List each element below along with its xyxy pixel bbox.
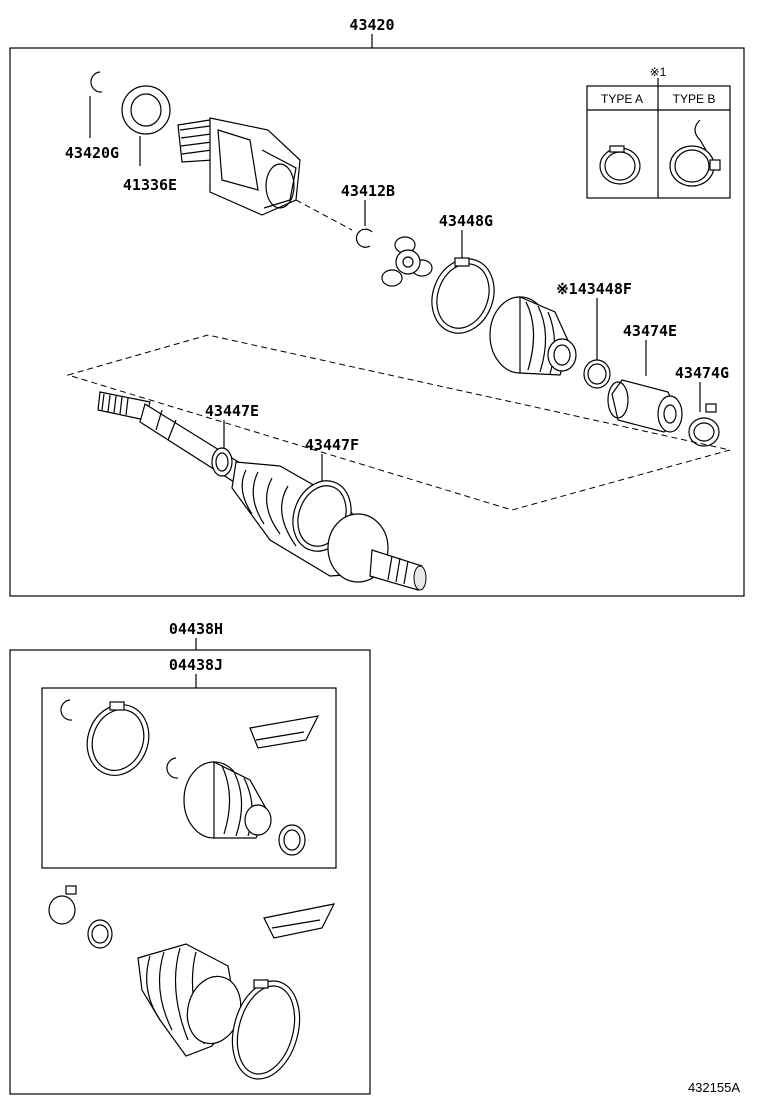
assembly-43420: 43420 ※1 TYPE A TYPE B — [9, 16, 745, 597]
type-a-label: TYPE A — [601, 92, 643, 106]
kit-h-parts — [48, 885, 336, 1080]
label-43412b[interactable]: 43412B — [341, 182, 395, 200]
assembly-frame — [9, 47, 745, 597]
label-43448g[interactable]: 43448G — [439, 212, 493, 230]
inboard-joint-housing — [177, 117, 353, 231]
boot-clamp-43448f: ※143448F — [556, 280, 632, 389]
tripod-joint — [381, 236, 433, 287]
type-b-label: TYPE B — [673, 92, 716, 106]
kit-04438h: 04438H 04438J — [9, 620, 371, 1095]
dashed-region — [66, 334, 731, 511]
label-43420g[interactable]: 43420G — [65, 144, 119, 162]
kit-h-frame — [9, 649, 371, 1095]
label-43447f[interactable]: 43447F — [305, 436, 359, 454]
label-43447e[interactable]: 43447E — [205, 402, 259, 420]
damper-43474e: 43474E — [607, 322, 683, 433]
grease-pack-2-icon — [263, 903, 336, 939]
snap-ring-43420g: 43420G — [65, 71, 119, 162]
boot-clamp-43448g: 43448G — [431, 212, 495, 334]
grease-pack-icon — [249, 715, 320, 749]
figure-id: 432155A — [688, 1080, 740, 1095]
clamp-43474g: 43474G — [675, 364, 729, 447]
kit-j-parts — [60, 699, 320, 856]
label-43474g[interactable]: 43474G — [675, 364, 729, 382]
clamp-type-b-icon — [669, 119, 721, 187]
label-04438j[interactable]: 04438J — [169, 656, 223, 674]
label-41336e[interactable]: 41336E — [123, 176, 177, 194]
type-note-box: ※1 TYPE A TYPE B — [586, 65, 731, 199]
label-43474e[interactable]: 43474E — [623, 322, 677, 340]
inboard-boot — [489, 296, 577, 376]
label-43420[interactable]: 43420 — [349, 16, 394, 34]
oil-seal-41336e: 41336E — [121, 85, 177, 194]
snap-ring-43412b: 43412B — [341, 182, 395, 248]
outboard-boot: 43447F — [231, 436, 427, 591]
boot-clamp-43447e: 43447E — [205, 402, 259, 477]
note-mark: ※1 — [650, 65, 667, 79]
clamp-type-a-icon — [599, 145, 641, 185]
label-04438h[interactable]: 04438H — [169, 620, 223, 638]
label-43448f[interactable]: ※143448F — [556, 280, 632, 298]
kit-j-frame — [41, 687, 337, 869]
